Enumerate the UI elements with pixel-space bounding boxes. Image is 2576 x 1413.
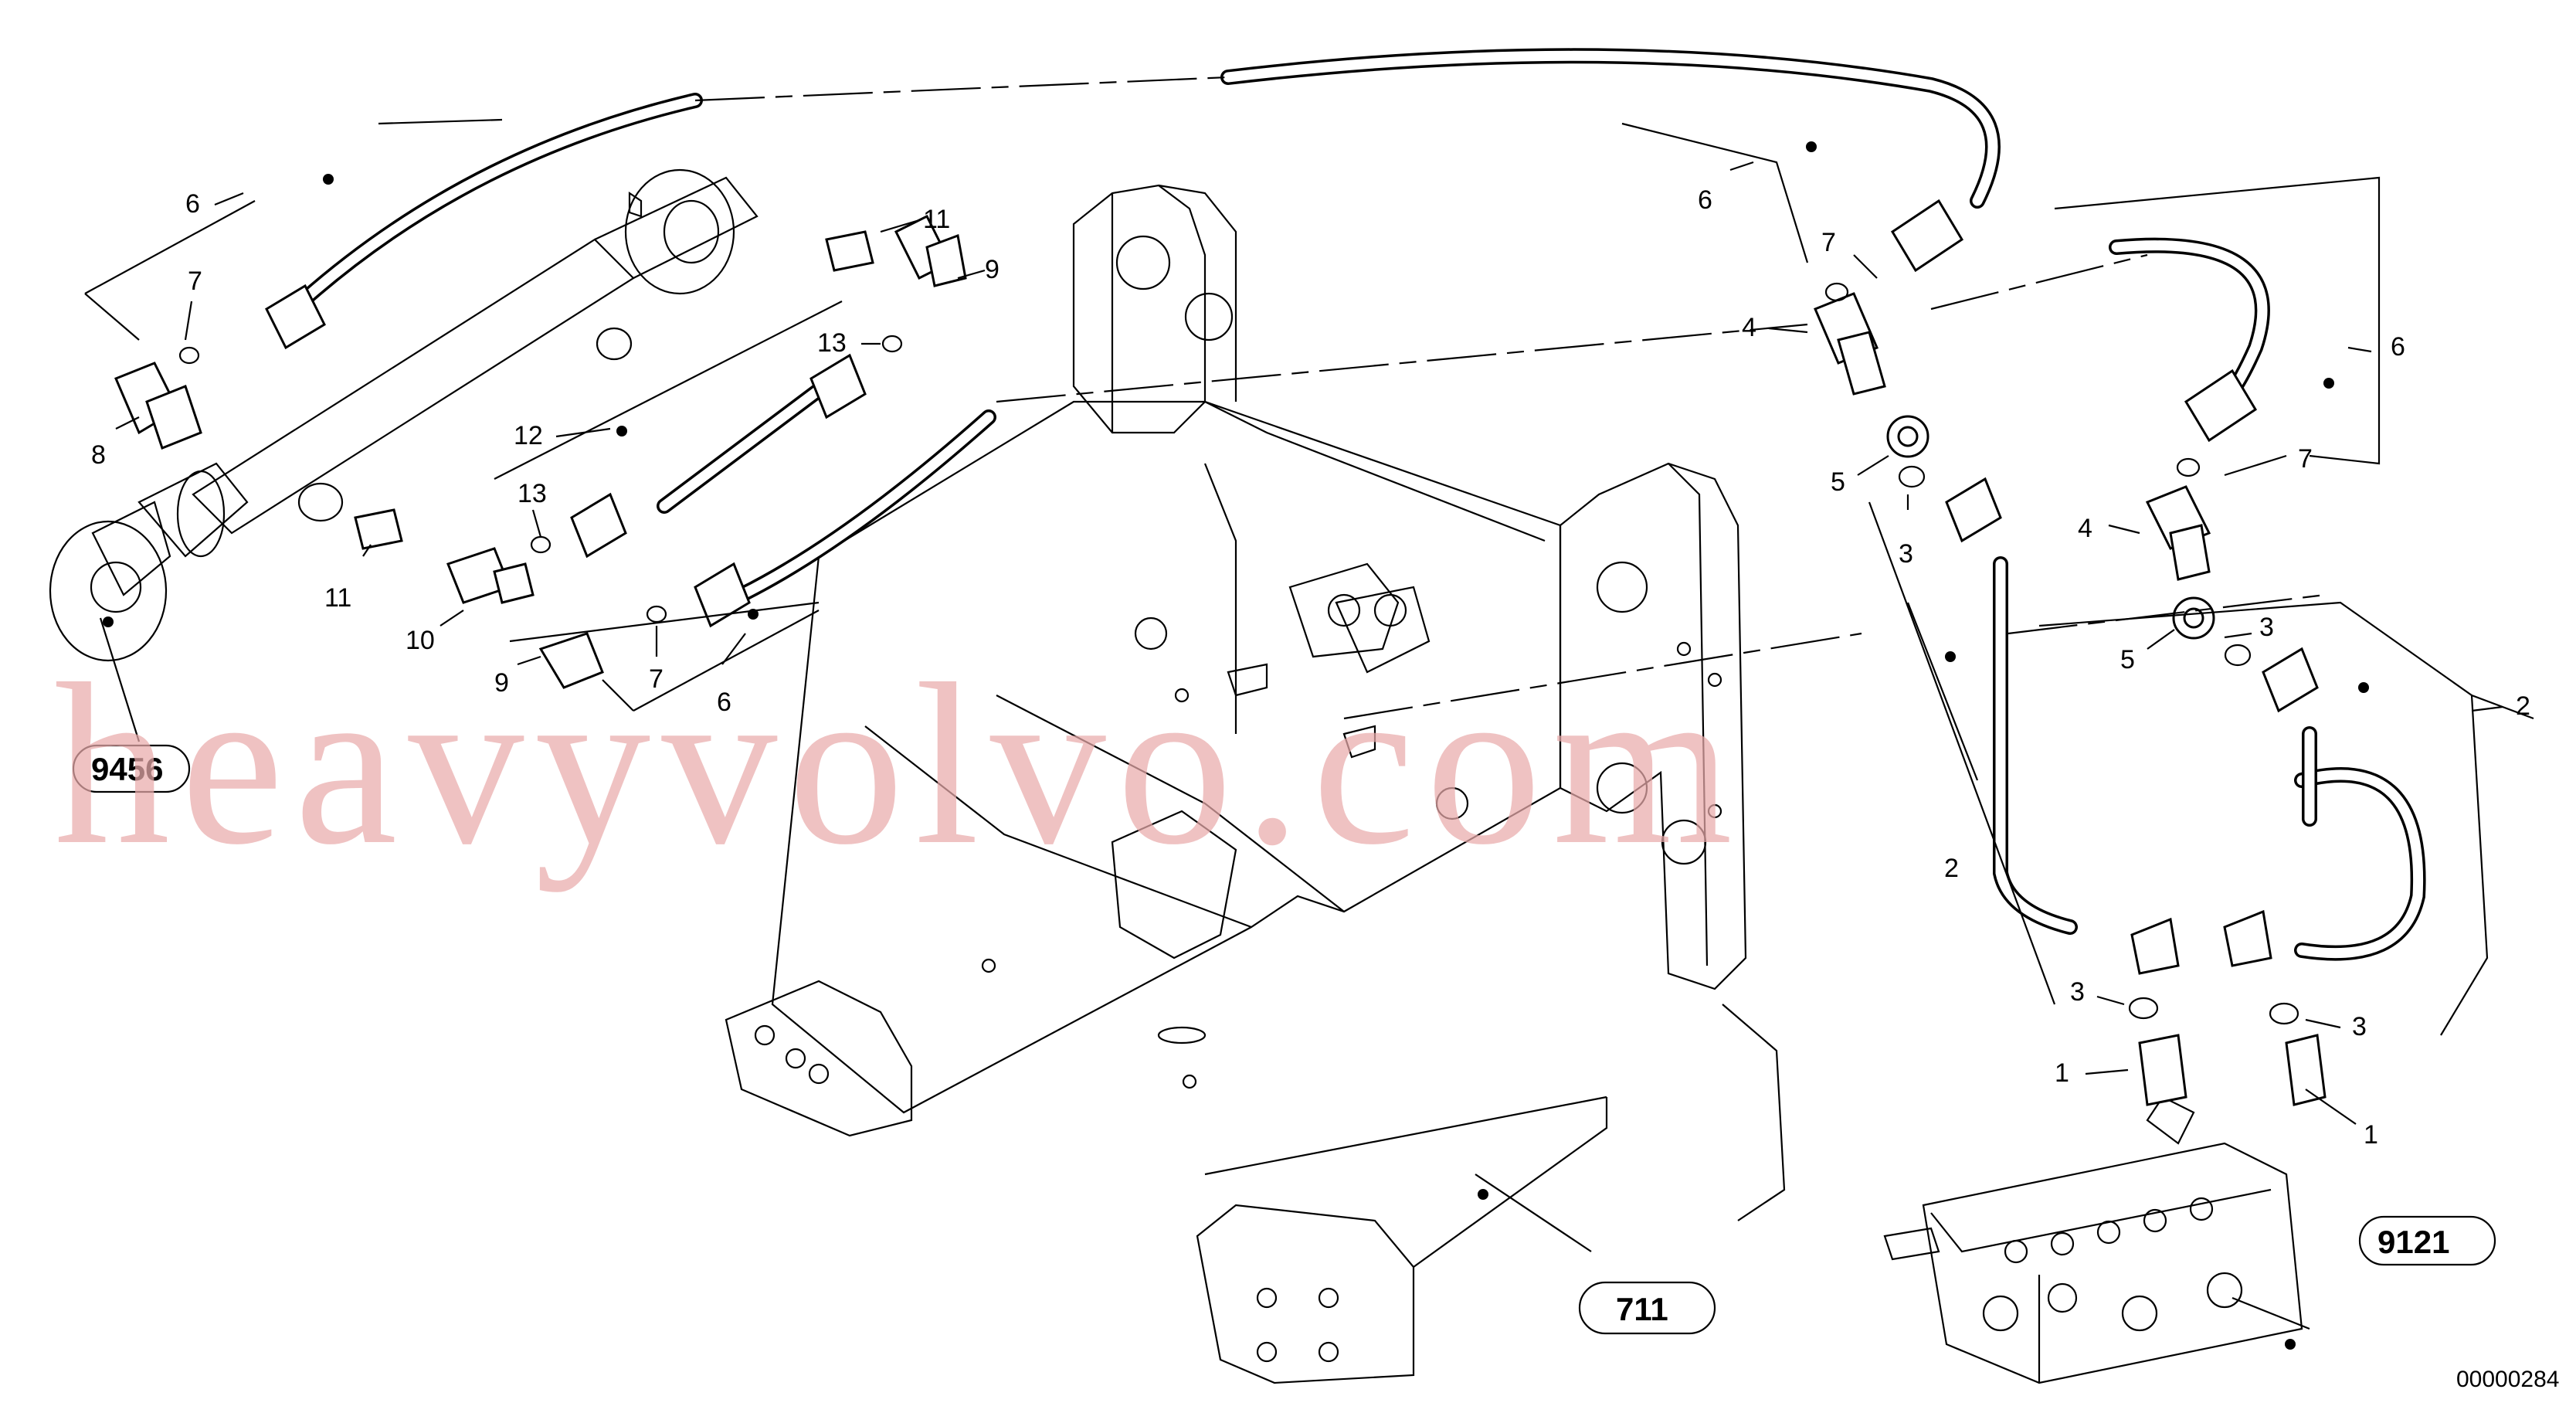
reference-label: 711 xyxy=(1616,1291,1668,1327)
part-label: 6 xyxy=(717,688,731,717)
reference-label: 9121 xyxy=(2377,1224,2449,1260)
part-label: 1 xyxy=(2055,1058,2069,1088)
part-label: 3 xyxy=(2070,977,2085,1007)
part-label: 4 xyxy=(2078,514,2092,543)
reference-label: 9456 xyxy=(91,751,163,787)
part-label: 3 xyxy=(2352,1012,2367,1041)
part-label: 13 xyxy=(817,328,847,358)
part-label: 5 xyxy=(2120,645,2135,674)
part-label: 3 xyxy=(2259,613,2274,642)
part-label: 11 xyxy=(324,583,351,613)
part-label: 7 xyxy=(188,267,202,296)
fittings xyxy=(114,199,2327,1106)
part-labels: 6 7 8 11 9 13 12 13 11 10 9 7 6 6 7 4 5 … xyxy=(91,161,2530,1150)
part-label: 6 xyxy=(1698,185,1712,215)
part-label: 6 xyxy=(185,189,200,219)
main-frame xyxy=(725,184,1786,1384)
part-label: 4 xyxy=(1742,313,1756,342)
part-label: 13 xyxy=(518,479,547,508)
part-label: 8 xyxy=(91,440,106,470)
drawing-code: 00000284 xyxy=(2456,1367,2559,1392)
part-label: 10 xyxy=(406,626,435,655)
part-label: 9 xyxy=(494,668,509,698)
hydraulic-cylinder xyxy=(49,168,759,662)
part-label: 3 xyxy=(1899,539,1913,569)
part-label: 7 xyxy=(1821,228,1836,257)
part-label: 7 xyxy=(2298,444,2313,474)
part-label: 9 xyxy=(985,255,1000,284)
hoses xyxy=(286,48,2426,961)
part-label: 11 xyxy=(923,205,950,234)
part-label: 6 xyxy=(2391,332,2405,362)
watermark: heavyvolvo.com xyxy=(54,636,1743,893)
reference-boxes: 9456 711 9121 xyxy=(72,744,2496,1335)
part-label: 5 xyxy=(1831,467,1845,497)
part-label: 1 xyxy=(2364,1120,2378,1150)
part-label: 2 xyxy=(2516,691,2530,721)
part-label: 7 xyxy=(649,664,664,694)
part-label: 2 xyxy=(1944,854,1959,883)
control-valve-block xyxy=(1883,1095,2303,1384)
callout-leaders xyxy=(84,76,2534,1350)
part-label: 12 xyxy=(514,421,543,450)
